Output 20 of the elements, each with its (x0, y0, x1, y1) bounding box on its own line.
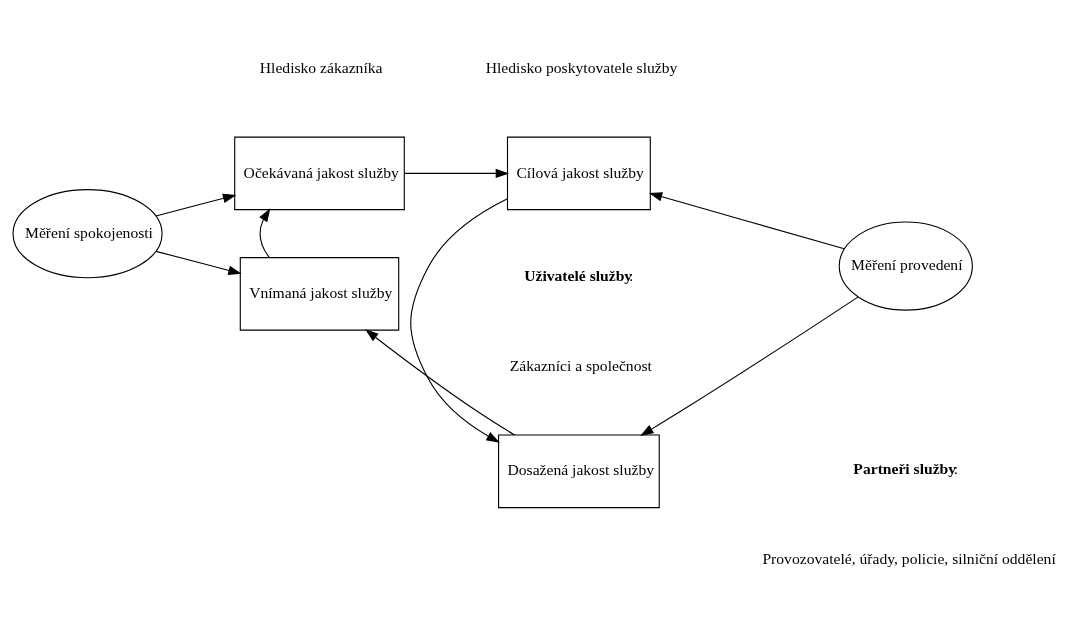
arrow (648, 192, 845, 250)
label: Zákazníci a společnost (509, 356, 652, 374)
arrow (403, 168, 510, 179)
node-ellipse: Měření spokojenosti (12, 189, 163, 279)
node-box: Cílová jakost služby (506, 136, 651, 211)
label: Uživatelé služby: (524, 267, 634, 285)
arrow (259, 208, 271, 258)
label: Provozovatelé, úřady, policie, silniční oddělení (762, 549, 1056, 567)
arrow (365, 329, 516, 436)
arrow (640, 296, 859, 436)
arrow (155, 193, 237, 217)
node-ellipse: Měření provedení (838, 221, 973, 311)
arrow (155, 250, 242, 275)
label: Hledisko zákazníka (259, 58, 383, 76)
node-box: Očekávaná jakost služby (234, 136, 405, 211)
node-box: Vnímaná jakost služby (239, 257, 400, 331)
node-box: Dosažená jakost služby (498, 434, 660, 509)
arrow (410, 198, 509, 443)
label: Hledisko poskytovatele služby (485, 58, 678, 76)
label: Partneři služby: (853, 460, 959, 478)
